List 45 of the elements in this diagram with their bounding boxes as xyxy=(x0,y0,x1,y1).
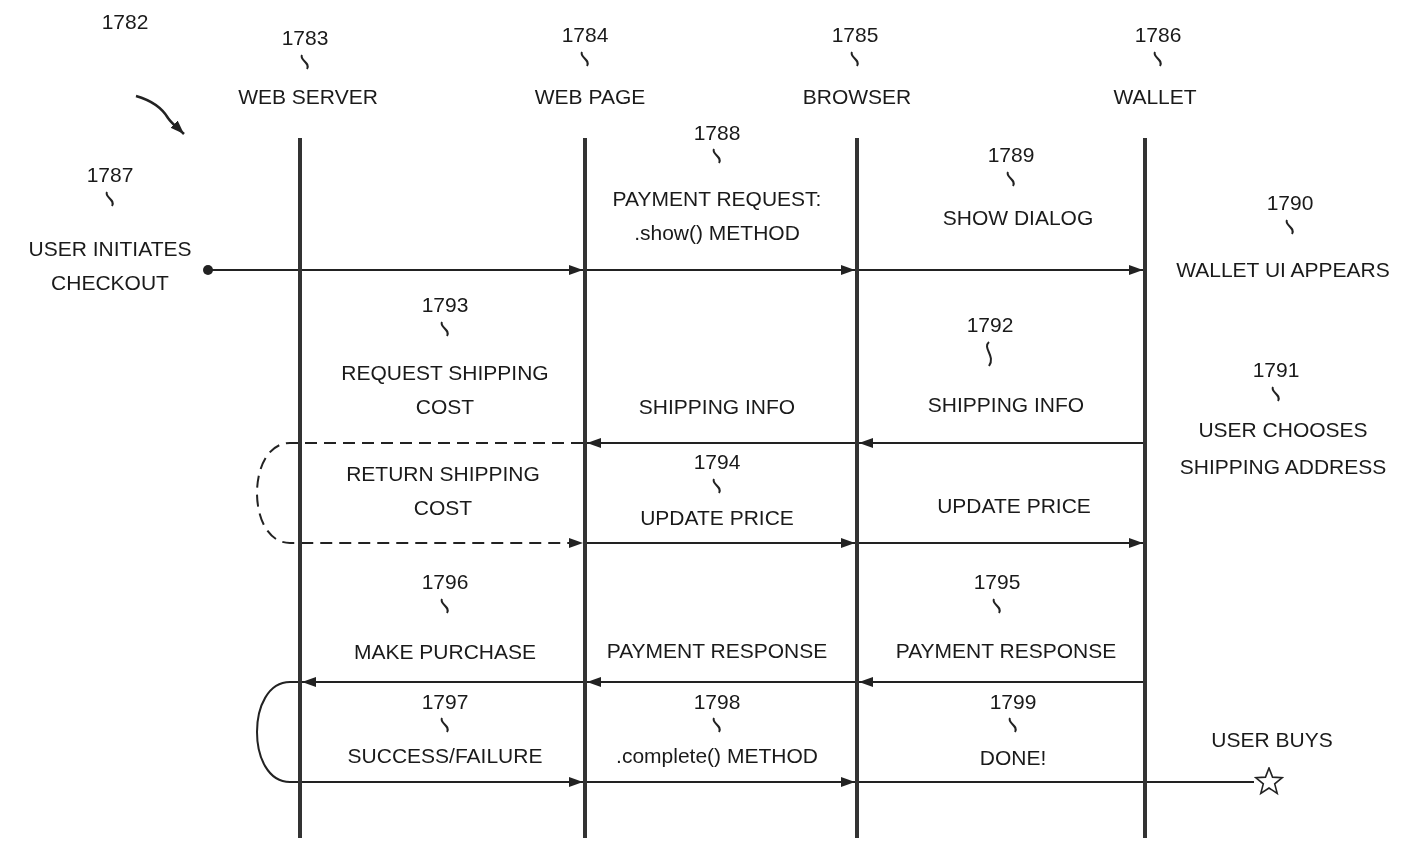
start-text: USER INITIATES CHECKOUT xyxy=(12,232,208,300)
reference-number: 1786 xyxy=(1134,22,1182,49)
reference-number: 1784 xyxy=(561,22,609,49)
reference-number: 1782 xyxy=(101,9,149,36)
reference-number: 1783 xyxy=(281,25,329,52)
lifeline-heading: WALLET xyxy=(1113,84,1197,111)
reference-number: 1797 xyxy=(421,689,469,716)
reference-number: 1788 xyxy=(693,120,741,147)
reference-number: 1789 xyxy=(987,142,1035,169)
arrow xyxy=(858,265,1144,275)
arrow xyxy=(858,438,1144,448)
arrow xyxy=(256,681,584,787)
reference-number: 1794 xyxy=(693,449,741,476)
step-label: USER BUYS xyxy=(1211,727,1333,754)
arrow xyxy=(586,265,856,275)
reference-number: 1798 xyxy=(693,689,741,716)
reference-number: 1791 xyxy=(1252,357,1300,384)
star-icon xyxy=(1254,767,1284,797)
lifeline xyxy=(1143,138,1147,838)
lifeline-heading: WEB PAGE xyxy=(534,84,646,111)
arrow xyxy=(301,677,584,687)
arrow xyxy=(203,265,584,275)
arrow xyxy=(256,442,584,548)
step-label: WALLET UI APPEARS xyxy=(1176,257,1390,284)
reference-number: 1790 xyxy=(1266,190,1314,217)
reference-number: 1795 xyxy=(973,569,1021,596)
lifeline xyxy=(583,138,587,838)
reference-number: 1787 xyxy=(86,162,134,189)
arrow xyxy=(586,438,856,448)
reference-number: 1793 xyxy=(421,292,469,319)
arrow xyxy=(586,777,856,787)
reference-number: 1799 xyxy=(989,689,1037,716)
arrow xyxy=(858,677,1144,687)
reference-number: 1796 xyxy=(421,569,469,596)
reference-number: 1785 xyxy=(831,22,879,49)
lifeline-heading: BROWSER xyxy=(802,84,912,111)
reference-number: 1792 xyxy=(966,312,1014,339)
lifeline xyxy=(298,138,302,838)
arrow xyxy=(858,538,1144,548)
arrow xyxy=(586,538,856,548)
step-label: USER CHOOSES SHIPPING ADDRESS xyxy=(1178,417,1388,480)
lifeline-heading: WEB SERVER xyxy=(238,84,378,111)
arrow xyxy=(586,677,856,687)
connector-line xyxy=(858,781,1255,783)
lifeline xyxy=(855,138,859,838)
